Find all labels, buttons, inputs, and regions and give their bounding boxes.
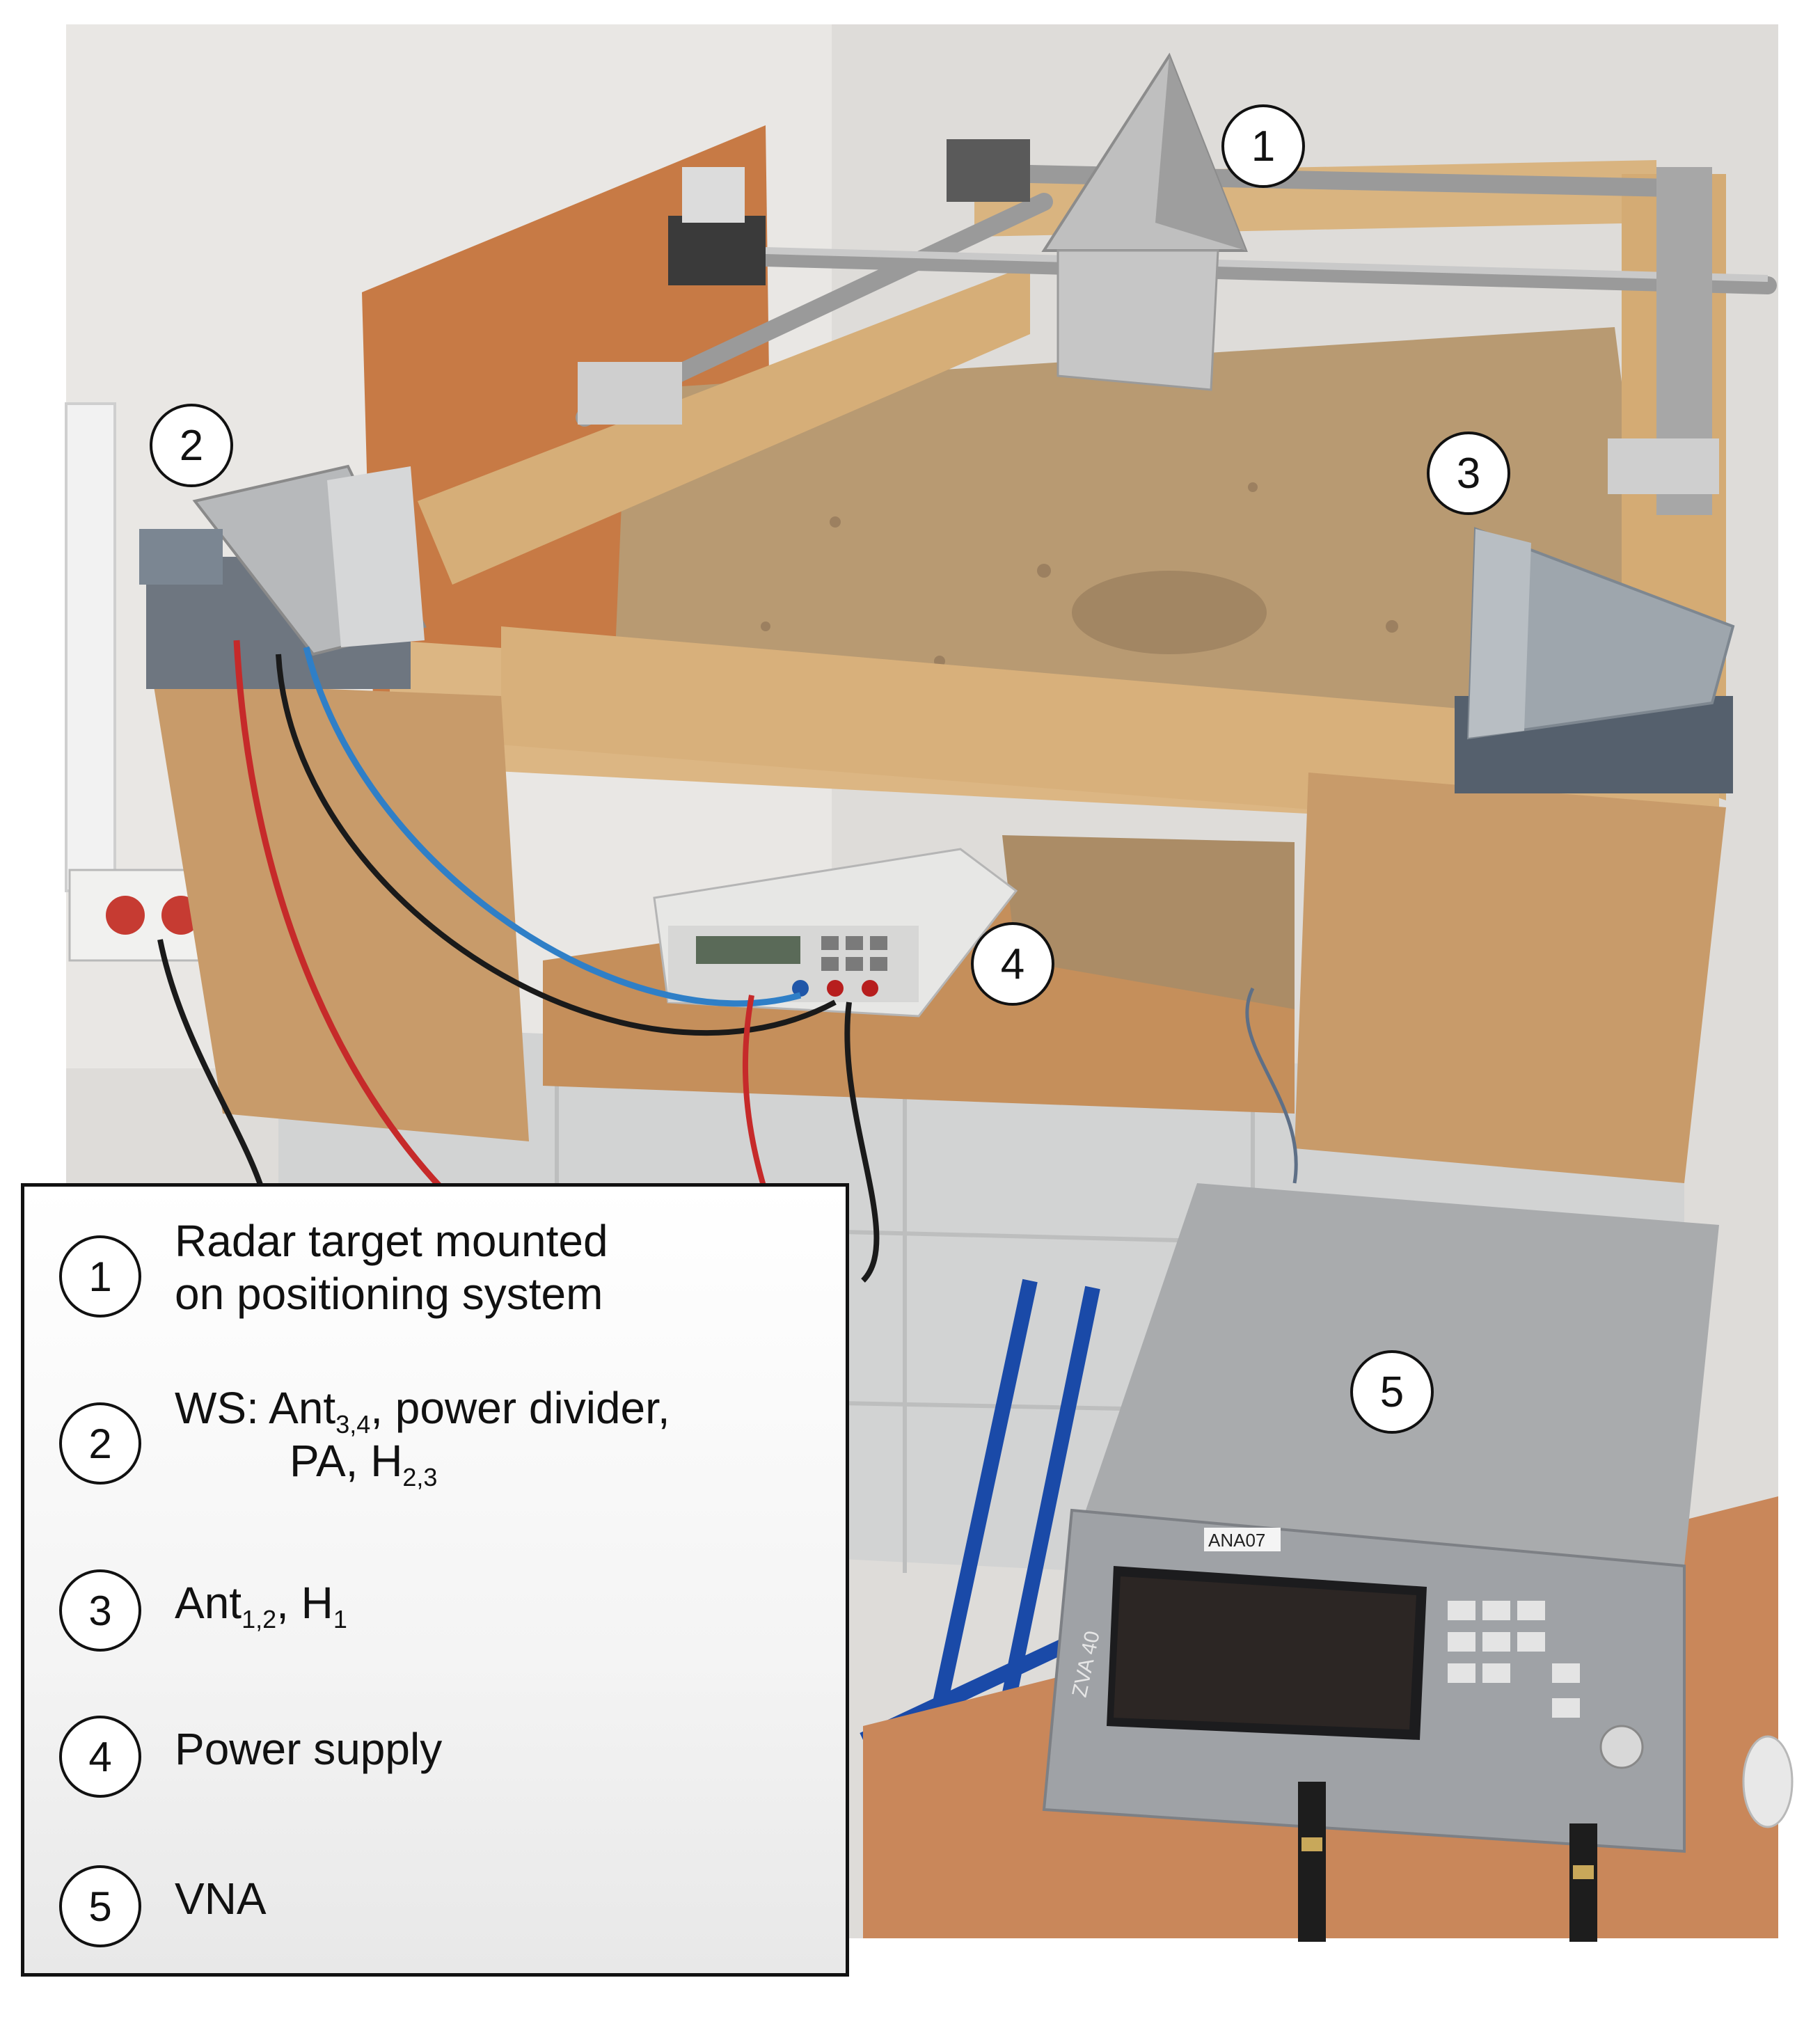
legend-number-1: 1: [59, 1235, 141, 1317]
legend-text-3-prefix: Ant: [175, 1578, 242, 1628]
marker-vna: 5: [1350, 1350, 1434, 1434]
vna-tag-label: ANA07: [1208, 1530, 1265, 1551]
legend-text-3: Ant1,2, H1: [175, 1576, 347, 1632]
marker-ws-antenna: 2: [150, 404, 233, 487]
legend-number-2: 2: [59, 1402, 141, 1485]
legend-item-1: 1 Radar target mounted on positioning sy…: [59, 1216, 608, 1320]
legend-text-2-sub2: 2,3: [402, 1463, 438, 1491]
legend-item-2: 2 WS: Ant3,4, power divider, PA, H2,3: [59, 1383, 670, 1490]
legend-text-2-prefix: WS: Ant: [175, 1383, 336, 1433]
marker-rx-antenna: 3: [1427, 432, 1510, 515]
legend-text-3-sub1: 1,2: [242, 1605, 277, 1633]
frame-panel-right: [1295, 773, 1726, 1183]
frame-beam-left: [418, 264, 1030, 585]
legend-text-5: VNA: [175, 1874, 267, 1924]
legend-text-2-sub1: 3,4: [335, 1410, 371, 1439]
legend-text-1-line1: Radar target mounted: [175, 1216, 608, 1266]
legend-number-4: 4: [59, 1716, 141, 1798]
legend-text-2: WS: Ant3,4, power divider, PA, H2,3: [175, 1382, 670, 1490]
legend-box: 1 Radar target mounted on positioning sy…: [21, 1183, 849, 1977]
legend-item-5: 5 VNA: [59, 1865, 267, 1947]
frame-panel-left: [153, 682, 529, 1141]
legend-text-2-line2: PA, H: [290, 1436, 403, 1486]
legend-item-3: 3 Ant1,2, H1: [59, 1569, 347, 1652]
legend-text-3-mid: , H: [276, 1578, 333, 1628]
mouse: [1742, 1735, 1794, 1828]
marker-radar-target: 1: [1221, 104, 1305, 188]
sand-bed: [612, 327, 1670, 766]
legend-item-4: 4 Power supply: [59, 1716, 442, 1798]
marker-power-supply: 4: [971, 922, 1054, 1006]
legend-text-4: Power supply: [175, 1724, 443, 1774]
legend-text-1: Radar target mounted on positioning syst…: [175, 1214, 608, 1320]
legend-number-3: 3: [59, 1569, 141, 1652]
stepper-motor: [668, 216, 766, 285]
legend-text-2-rest: , power divider,: [370, 1383, 670, 1433]
legend-number-5: 5: [59, 1865, 141, 1947]
legend-text-3-sub2: 1: [333, 1605, 347, 1633]
legend-text-1-line2: on positioning system: [175, 1269, 603, 1319]
